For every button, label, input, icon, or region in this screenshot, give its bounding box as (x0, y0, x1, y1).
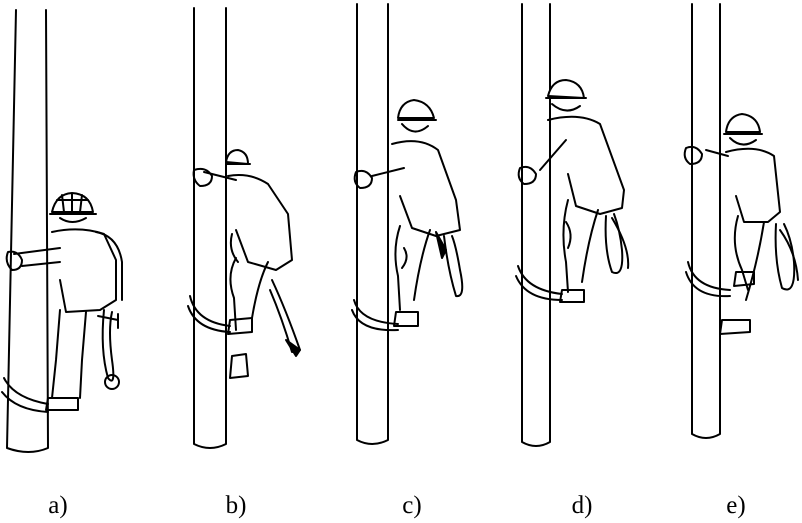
pole-b (193, 7, 227, 449)
panel-label-e: e) (726, 492, 745, 519)
lineman-figure-c (351, 99, 464, 332)
panel-label-b: b) (226, 492, 247, 519)
lineman-figure-a (1, 192, 123, 413)
panel-e: e) (683, 3, 799, 519)
panel-label-c: c) (402, 492, 421, 519)
pole-d (521, 3, 551, 447)
panel-label-d: d) (572, 492, 593, 519)
lineman-figure-d (515, 79, 630, 303)
lineman-figure-e (683, 113, 799, 335)
panel-c: c) (351, 3, 464, 519)
pole-c (356, 3, 389, 445)
pole-a (6, 9, 49, 453)
pole-e (691, 3, 721, 439)
panel-a: a) (1, 9, 123, 519)
panel-b: b) (187, 7, 301, 519)
panel-label-a: a) (48, 492, 67, 519)
lineman-figure-b (187, 149, 301, 379)
panel-d: d) (515, 3, 630, 519)
